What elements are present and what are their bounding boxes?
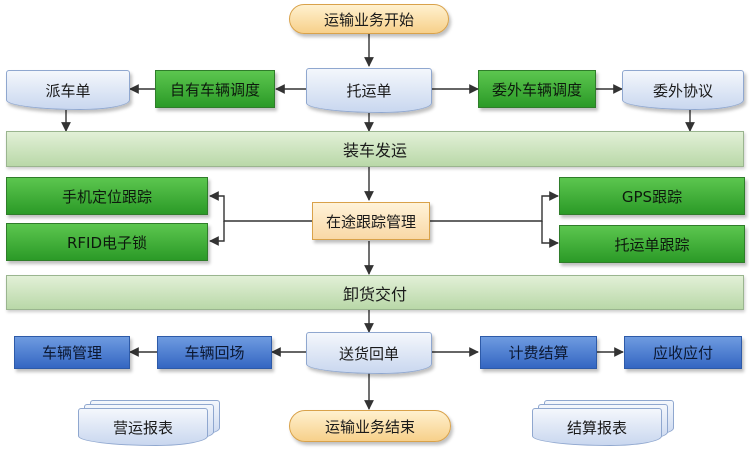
end-node: 运输业务结束 — [289, 410, 451, 442]
consignment-note-doc: 托运单 — [306, 68, 432, 113]
report-sheet — [78, 408, 208, 446]
report-sheet — [532, 408, 662, 446]
operation-report-stack: 营运报表 — [76, 400, 226, 452]
receivables-payables-box: 应收应付 — [624, 336, 742, 369]
settlement-report-stack: 结算报表 — [530, 400, 680, 452]
arrow-in-transit-to-gps — [430, 191, 559, 222]
vehicle-management-box: 车辆管理 — [14, 336, 130, 369]
delivery-receipt-doc: 送货回单 — [306, 332, 432, 374]
gps-tracking-box: GPS跟踪 — [559, 177, 745, 215]
settlement-report-label: 结算报表 — [566, 418, 627, 437]
own-vehicle-dispatch-box: 自有车辆调度 — [155, 70, 275, 108]
start-node: 运输业务开始 — [289, 4, 449, 34]
dispatch-note-doc: 派车单 — [6, 70, 130, 110]
arrow-in-transit-to-consignment-tracking — [541, 221, 559, 248]
outsource-vehicle-dispatch-box: 委外车辆调度 — [478, 70, 596, 108]
consignment-tracking-box: 托运单跟踪 — [559, 225, 745, 263]
operation-report-label: 营运报表 — [112, 418, 173, 437]
loading-shipping-bar: 装车发运 — [6, 131, 744, 167]
arrow-in-transit-to-rfid — [209, 221, 225, 246]
outsource-agreement-doc: 委外协议 — [622, 70, 744, 110]
unloading-delivery-bar: 卸货交付 — [6, 275, 744, 310]
vehicle-return-box: 车辆回场 — [157, 336, 272, 369]
in-transit-management-box: 在途跟踪管理 — [312, 202, 430, 240]
billing-settlement-box: 计费结算 — [480, 336, 597, 369]
arrow-in-transit-to-mobile — [209, 191, 312, 222]
rfid-lock-box: RFID电子锁 — [6, 223, 208, 261]
mobile-tracking-box: 手机定位跟踪 — [6, 177, 208, 215]
